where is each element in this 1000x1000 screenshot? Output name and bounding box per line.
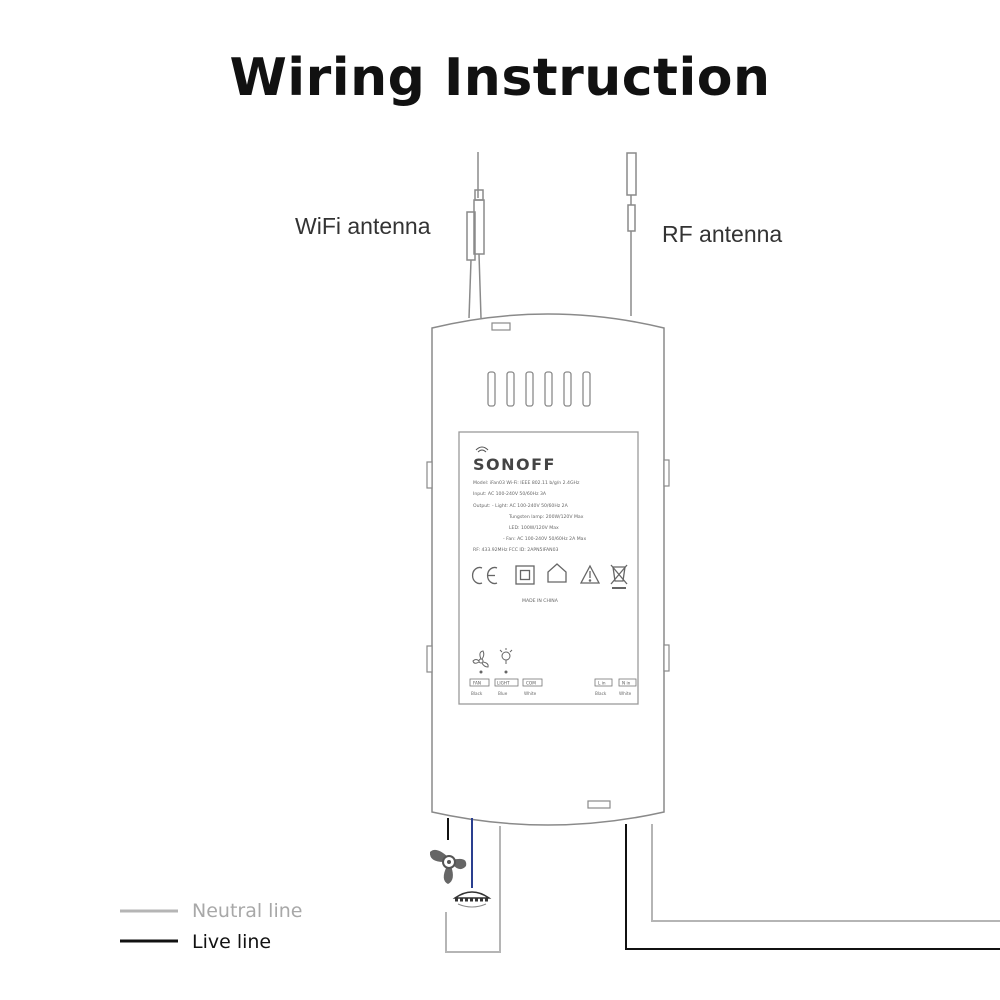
terminal-tag-text: LIGHT [497, 681, 510, 686]
terminal-color-label: White [619, 691, 632, 696]
double-insulation-icon [515, 565, 535, 585]
plate-bulb-icon [499, 648, 513, 664]
wifi-antenna-label: WiFi antenna [295, 213, 431, 239]
terminal-color-label: Black [471, 691, 483, 696]
plate-fan-icon [472, 650, 489, 668]
device-vents [487, 371, 591, 407]
warning-icon [579, 564, 601, 584]
indoor-use-icon [547, 563, 567, 583]
brand-logo: SONOFF [473, 455, 556, 474]
fan-icon [429, 849, 467, 884]
device-side-tabs [426, 459, 670, 673]
spec-text-block: Model: iFan03 Wi-Fi: IEEE 802.11 b/g/n 2… [473, 480, 586, 553]
spec-line: - Fan: AC 100-240V 50/60Hz 2A Max [503, 536, 586, 542]
spec-line: Input: AC 100-240V 50/60Hz 3A [473, 491, 547, 497]
neutral-input-wire [651, 824, 1000, 922]
live-input-wire [625, 824, 1000, 950]
terminal-tag-text: FAN [473, 681, 481, 686]
terminal-color-label: Black [595, 691, 607, 696]
terminal-color-label: Blue [498, 691, 508, 696]
spec-line: Output: - Light: AC 100-240V 50/60Hz 2A [473, 503, 569, 509]
light-fixture-icon [452, 891, 492, 908]
page-title: Wiring Instruction [229, 48, 771, 108]
neutral-return-wire [445, 826, 501, 953]
device-slots [491, 322, 611, 809]
terminal-tags: FAN LIGHT COM L in N in Black Blue White… [469, 678, 637, 696]
certification-marks [471, 563, 628, 589]
legend-live-label: Live line [192, 931, 272, 953]
spec-line: RF: 433.92MHz FCC ID: 2APN5IFAN03 [473, 547, 559, 553]
wifi-antenna [466, 152, 485, 319]
terminal-color-label: White [524, 691, 537, 696]
output-wires [445, 818, 1000, 953]
terminal-dot [479, 670, 483, 674]
terminal-tag-text: L in [598, 681, 606, 686]
ce-mark-icon [471, 566, 498, 585]
rf-antenna [626, 152, 637, 316]
terminal-dot [504, 670, 508, 674]
terminal-tag-text: N in [622, 681, 631, 686]
wifi-signal-icon [475, 446, 489, 453]
device-label-plate [458, 431, 639, 705]
rf-antenna-label: RF antenna [662, 221, 783, 247]
legend-neutral-label: Neutral line [192, 900, 303, 922]
spec-line: LED: 100W/120V Max [509, 525, 559, 531]
spec-line: Model: iFan03 Wi-Fi: IEEE 802.11 b/g/n 2… [473, 480, 580, 486]
terminal-tag-text: COM [526, 681, 536, 686]
made-in-label: MADE IN CHINA [522, 598, 559, 604]
weee-bin-icon [610, 564, 628, 589]
spec-line: Tungsten lamp: 200W/120V Max [508, 514, 584, 520]
